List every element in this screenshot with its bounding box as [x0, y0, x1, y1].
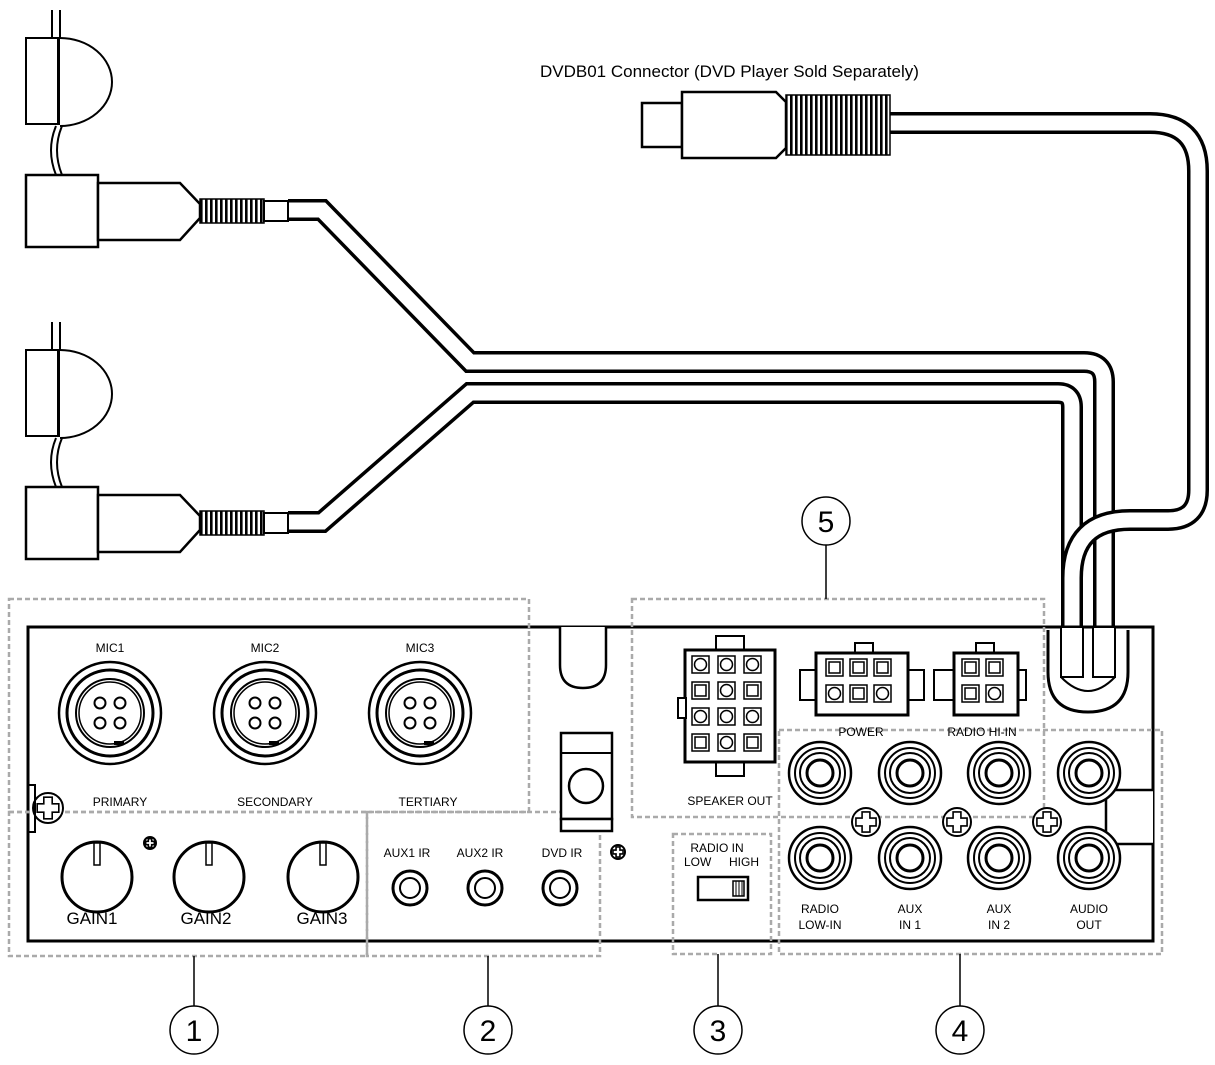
ir-jack-3[interactable]: DVD IR	[541, 846, 583, 907]
cable-clip	[1046, 626, 1130, 714]
callout-1: 1	[169, 956, 219, 1055]
rca-jack-lower-2[interactable]	[877, 825, 943, 891]
screw-left	[32, 792, 64, 824]
mic-label: MIC1	[96, 641, 125, 655]
callout-number: 3	[710, 1015, 727, 1048]
speaker-out-label: SPEAKER OUT	[687, 794, 773, 808]
callout-5: 5	[801, 496, 851, 599]
radio-switch-low: LOW	[684, 855, 712, 869]
rca-label-line2: LOW-IN	[798, 918, 841, 932]
ir-jacks: AUX1 IR AUX2 IR DVD IR	[384, 846, 583, 907]
mic-label: MIC2	[251, 641, 280, 655]
radio-switch: RADIO IN LOW HIGH	[684, 841, 759, 902]
rca-label-line2: IN 2	[988, 918, 1010, 932]
rca-jack-lower-3[interactable]	[966, 825, 1032, 891]
mic-connector-lower	[24, 322, 289, 561]
gain-knob-3[interactable]: GAIN3	[286, 840, 360, 928]
radio-switch-high: HIGH	[729, 855, 759, 869]
rca-jack-upper-3[interactable]	[966, 740, 1032, 806]
callout-number: 5	[818, 506, 835, 539]
screw-rca-2	[942, 807, 972, 837]
ir-jack-label: AUX2 IR	[457, 846, 504, 860]
mic-label: MIC3	[406, 641, 435, 655]
group-3-box	[671, 832, 773, 956]
group-2-box	[365, 810, 602, 958]
callout-3: 3	[693, 954, 743, 1055]
speaker-out-connector[interactable]: SPEAKER OUT	[677, 635, 777, 808]
ir-jack-2[interactable]: AUX2 IR	[457, 846, 504, 907]
cable-harness	[288, 112, 1209, 630]
rca-jacks: RADIO LOW-IN AUX IN 1 AUX IN 2 AUDIO OUT	[787, 740, 1122, 932]
callout-number: 4	[952, 1015, 969, 1048]
callout-4: 4	[935, 954, 985, 1055]
gain-knob-1[interactable]: GAIN1	[60, 840, 134, 928]
gain-knobs: GAIN1 GAIN2 GAIN3	[60, 840, 360, 928]
screw-rca-1	[851, 807, 881, 837]
ir-jack-label: DVD IR	[542, 846, 583, 860]
gain-label: GAIN2	[180, 909, 231, 928]
radio-hi-in-label: RADIO HI-IN	[947, 725, 1016, 739]
mic-role-label: PRIMARY	[93, 795, 147, 809]
molex-connectors: SPEAKER OUT POWER RADIO HI-IN	[677, 635, 1027, 808]
group-5-box	[630, 597, 1046, 819]
rca-jack-lower-4[interactable]	[1056, 825, 1122, 891]
screw-rca-3	[1032, 807, 1062, 837]
ir-jack-1[interactable]: AUX1 IR	[384, 846, 431, 907]
mic-role-label: SECONDARY	[237, 795, 313, 809]
ir-jack-label: AUX1 IR	[384, 846, 431, 860]
gain-label: GAIN1	[66, 909, 117, 928]
screw-small-2	[610, 844, 626, 860]
rca-label-line2: IN 1	[899, 918, 921, 932]
ir-bracket	[559, 731, 614, 833]
mic-connector-upper	[24, 10, 289, 249]
rca-label-line2: OUT	[1076, 918, 1102, 932]
dvd-connector	[640, 90, 891, 160]
radio-switch-title: RADIO IN	[690, 841, 743, 855]
gain-knob-2[interactable]: GAIN2	[172, 840, 246, 928]
callout-number: 2	[480, 1015, 497, 1048]
rca-label-line1: AUX	[987, 902, 1012, 916]
rca-label-line1: AUX	[898, 902, 923, 916]
radio-hi-in-connector[interactable]: RADIO HI-IN	[933, 642, 1027, 739]
rca-jack-upper-4[interactable]	[1056, 740, 1122, 806]
power-connector[interactable]: POWER	[799, 642, 925, 739]
dvd-connector-label: DVDB01 Connector (DVD Player Sold Separa…	[540, 62, 919, 81]
mic-role-label: TERTIARY	[399, 795, 458, 809]
callouts: 1 2 3 4 5	[169, 496, 985, 1055]
rca-label-line1: RADIO	[801, 902, 839, 916]
rca-jack-upper-2[interactable]	[877, 740, 943, 806]
callout-number: 1	[186, 1015, 203, 1048]
screw-small-1	[143, 836, 157, 850]
group-1-box-lower	[7, 810, 369, 958]
rca-jack-upper-1[interactable]	[787, 740, 853, 806]
gain-label: GAIN3	[296, 909, 347, 928]
callout-2: 2	[463, 956, 513, 1055]
power-label: POWER	[838, 725, 884, 739]
rca-label-line1: AUDIO	[1070, 902, 1108, 916]
rca-jack-lower-1[interactable]	[787, 825, 853, 891]
